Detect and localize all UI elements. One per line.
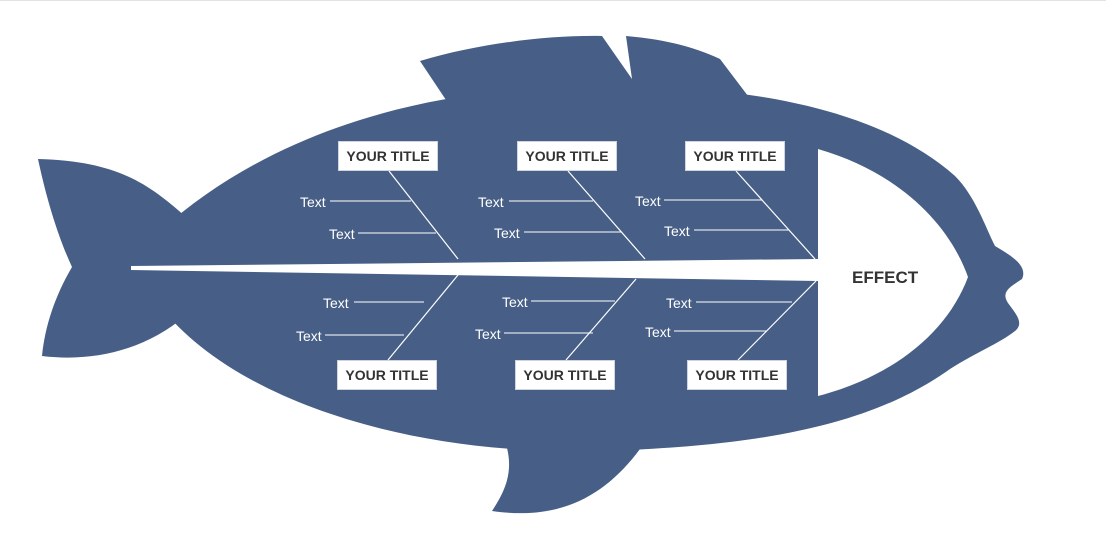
cause-label: Text [502, 294, 528, 310]
dorsal-fin [420, 35, 748, 103]
cause-label: Text [329, 226, 355, 242]
category-title-box: YOUR TITLE [338, 141, 438, 171]
cause-label: Text [478, 194, 504, 210]
cause-label: Text [666, 295, 692, 311]
category-title-box: YOUR TITLE [515, 360, 615, 390]
cause-label: Text [323, 295, 349, 311]
category-bone-1 [388, 170, 459, 260]
spine [131, 259, 818, 281]
tail-fin [38, 159, 185, 358]
category-bone-5 [565, 278, 637, 361]
category-title-box: YOUR TITLE [517, 141, 617, 171]
bones [325, 170, 817, 361]
category-bone-6 [737, 280, 817, 361]
category-title-box: YOUR TITLE [685, 141, 785, 171]
ventral-fin [492, 441, 640, 514]
cause-label: Text [494, 225, 520, 241]
effect-label: EFFECT [852, 268, 919, 287]
cause-label: Text [300, 194, 326, 210]
category-bone-3 [735, 170, 816, 260]
cause-label: Text [645, 324, 671, 340]
category-bone-2 [567, 170, 646, 260]
cause-label: Text [475, 326, 501, 342]
category-title-box: YOUR TITLE [337, 360, 437, 390]
cause-label: Text [664, 223, 690, 239]
cause-label: Text [296, 328, 322, 344]
category-bone-4 [387, 274, 459, 361]
head-area [818, 149, 968, 396]
category-title-box: YOUR TITLE [687, 360, 787, 390]
cause-label: Text [635, 193, 661, 209]
